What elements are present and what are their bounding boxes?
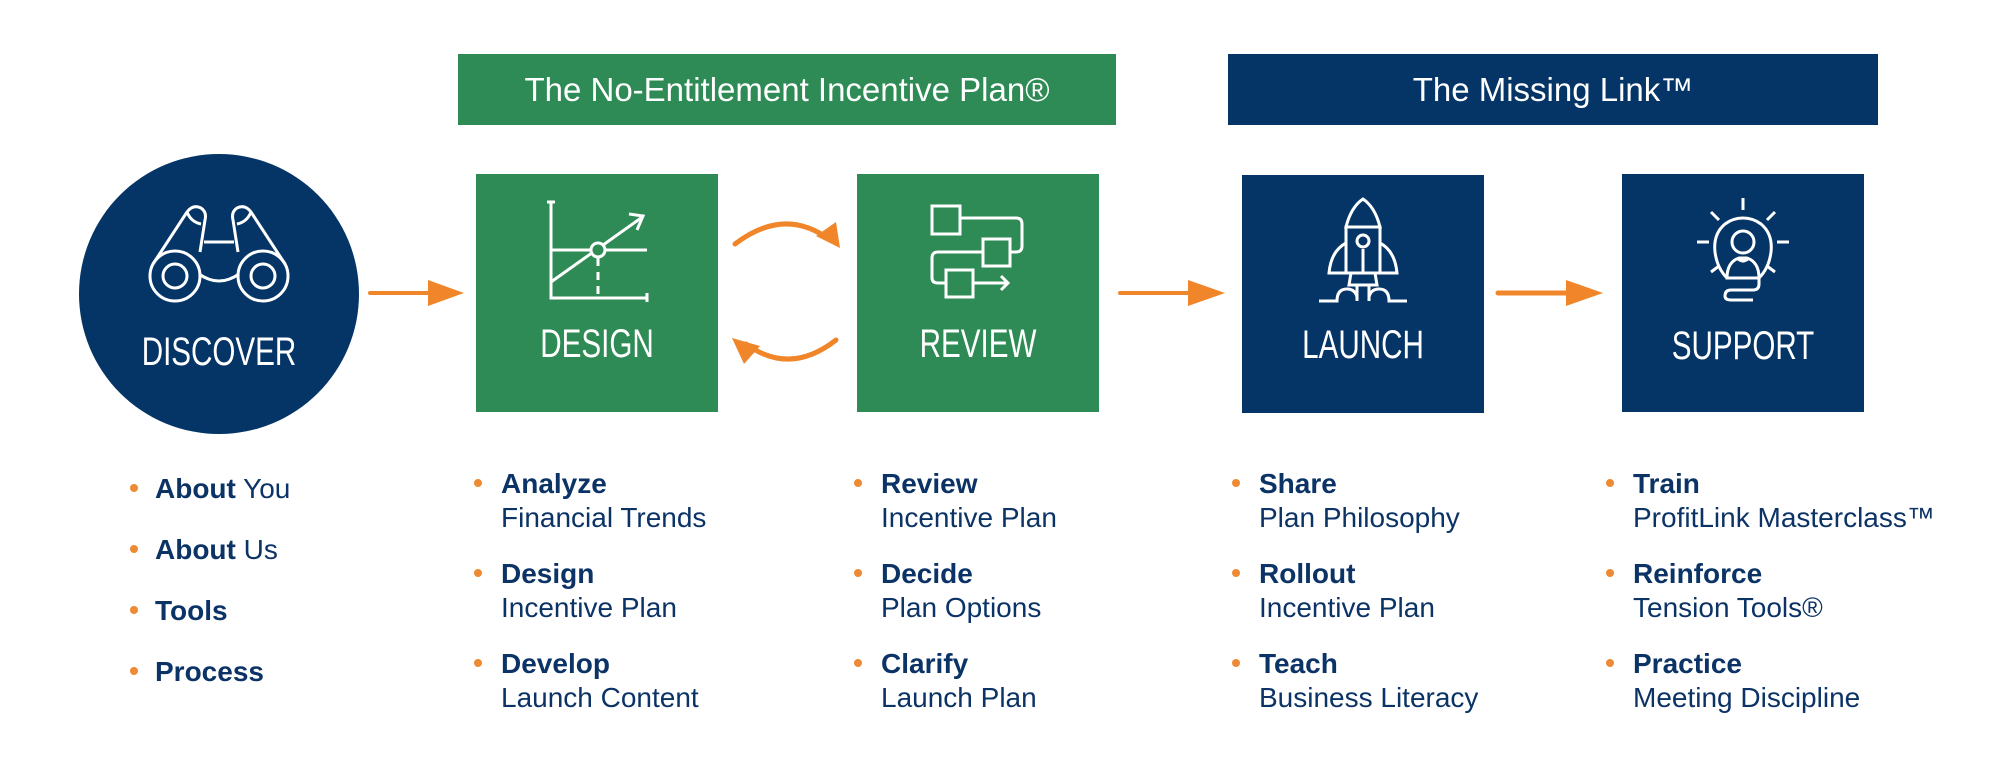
item-detail: Plan Options <box>881 592 1042 623</box>
bullet-icon <box>1232 659 1240 667</box>
item-title: Review <box>881 468 978 499</box>
lightbulb-person-icon <box>1697 198 1789 302</box>
bullet-icon <box>854 479 862 487</box>
binoculars-icon <box>148 205 290 303</box>
bullet-icon <box>854 659 862 667</box>
item-title: Design <box>501 558 595 589</box>
stage-label: DISCOVER <box>141 330 297 374</box>
bullet-icon <box>1232 569 1240 577</box>
item-title: About <box>155 473 236 504</box>
item-title: Develop <box>501 648 610 679</box>
item-title: Process <box>155 656 264 687</box>
list-item: About You <box>130 472 291 533</box>
banner-title: The No-Entitlement Incentive Plan® <box>524 70 1050 108</box>
stage-review: REVIEW <box>857 174 1099 412</box>
arrow-design-to-review-curved <box>732 221 840 248</box>
flowchart-icon <box>930 204 1024 299</box>
bullet-icon <box>474 659 482 667</box>
item-title: About <box>155 534 236 565</box>
chart-icon <box>547 200 649 302</box>
item-title: Train <box>1633 468 1700 499</box>
item-title: Practice <box>1633 648 1742 679</box>
bullet-icon <box>1606 659 1614 667</box>
missing-link-banner: The Missing Link™ <box>1228 54 1878 125</box>
item-title: Analyze <box>501 468 607 499</box>
stage-discover: DISCOVER <box>79 154 359 434</box>
list-item: Process <box>130 655 290 716</box>
arrow-review-to-launch <box>1118 280 1225 306</box>
bullet-icon <box>474 479 482 487</box>
item-title: Teach <box>1259 648 1338 679</box>
item-title: Rollout <box>1259 558 1356 589</box>
item-detail: Incentive Plan <box>881 502 1057 533</box>
banner-title: The Missing Link™ <box>1412 70 1694 108</box>
bullet-icon <box>1606 479 1614 487</box>
stage-launch: LAUNCH <box>1242 175 1484 413</box>
item-title: Decide <box>881 558 973 589</box>
item-detail: Financial Trends <box>501 502 707 533</box>
stage-design: DESIGN <box>476 174 718 412</box>
bullet-icon <box>1232 479 1240 487</box>
item-detail: You <box>235 473 291 504</box>
discover-list: About You About Us Tools Process <box>130 472 291 716</box>
list-item: About Us <box>130 533 290 594</box>
item-title: Tools <box>155 595 228 626</box>
bullet-icon <box>130 667 138 675</box>
stage-label: LAUNCH <box>1302 323 1424 367</box>
stage-label: SUPPORT <box>1671 324 1815 368</box>
stage-support: SUPPORT <box>1622 174 1864 412</box>
item-detail: Launch Plan <box>881 682 1037 713</box>
list-item: Tools <box>130 594 290 655</box>
bullet-icon <box>474 569 482 577</box>
item-detail: Plan Philosophy <box>1259 502 1460 533</box>
item-detail: Meeting Discipline <box>1633 682 1861 713</box>
item-title: Share <box>1259 468 1337 499</box>
item-title: Reinforce <box>1633 558 1763 589</box>
arrow-review-to-design-curved <box>732 337 839 364</box>
bullet-icon <box>130 484 138 492</box>
bullet-icon <box>854 569 862 577</box>
no-entitlement-incentive-plan-banner: The No-Entitlement Incentive Plan® <box>458 54 1116 125</box>
item-detail: Tension Tools® <box>1633 592 1823 623</box>
item-detail: Launch Content <box>501 682 699 713</box>
item-detail: Us <box>235 534 278 565</box>
stage-label: DESIGN <box>540 322 654 366</box>
arrow-discover-to-design <box>368 280 464 306</box>
bullet-icon <box>130 606 138 614</box>
item-detail: Business Literacy <box>1259 682 1479 713</box>
rocket-icon <box>1319 197 1407 303</box>
bullet-icon <box>130 545 138 553</box>
item-title: Clarify <box>881 648 969 679</box>
item-detail: ProfitLink Masterclass™ <box>1633 502 1935 533</box>
arrow-launch-to-support <box>1495 280 1603 306</box>
item-detail: Incentive Plan <box>501 592 677 623</box>
stage-label: REVIEW <box>919 322 1037 366</box>
bullet-icon <box>1606 569 1614 577</box>
item-detail: Incentive Plan <box>1259 592 1435 623</box>
